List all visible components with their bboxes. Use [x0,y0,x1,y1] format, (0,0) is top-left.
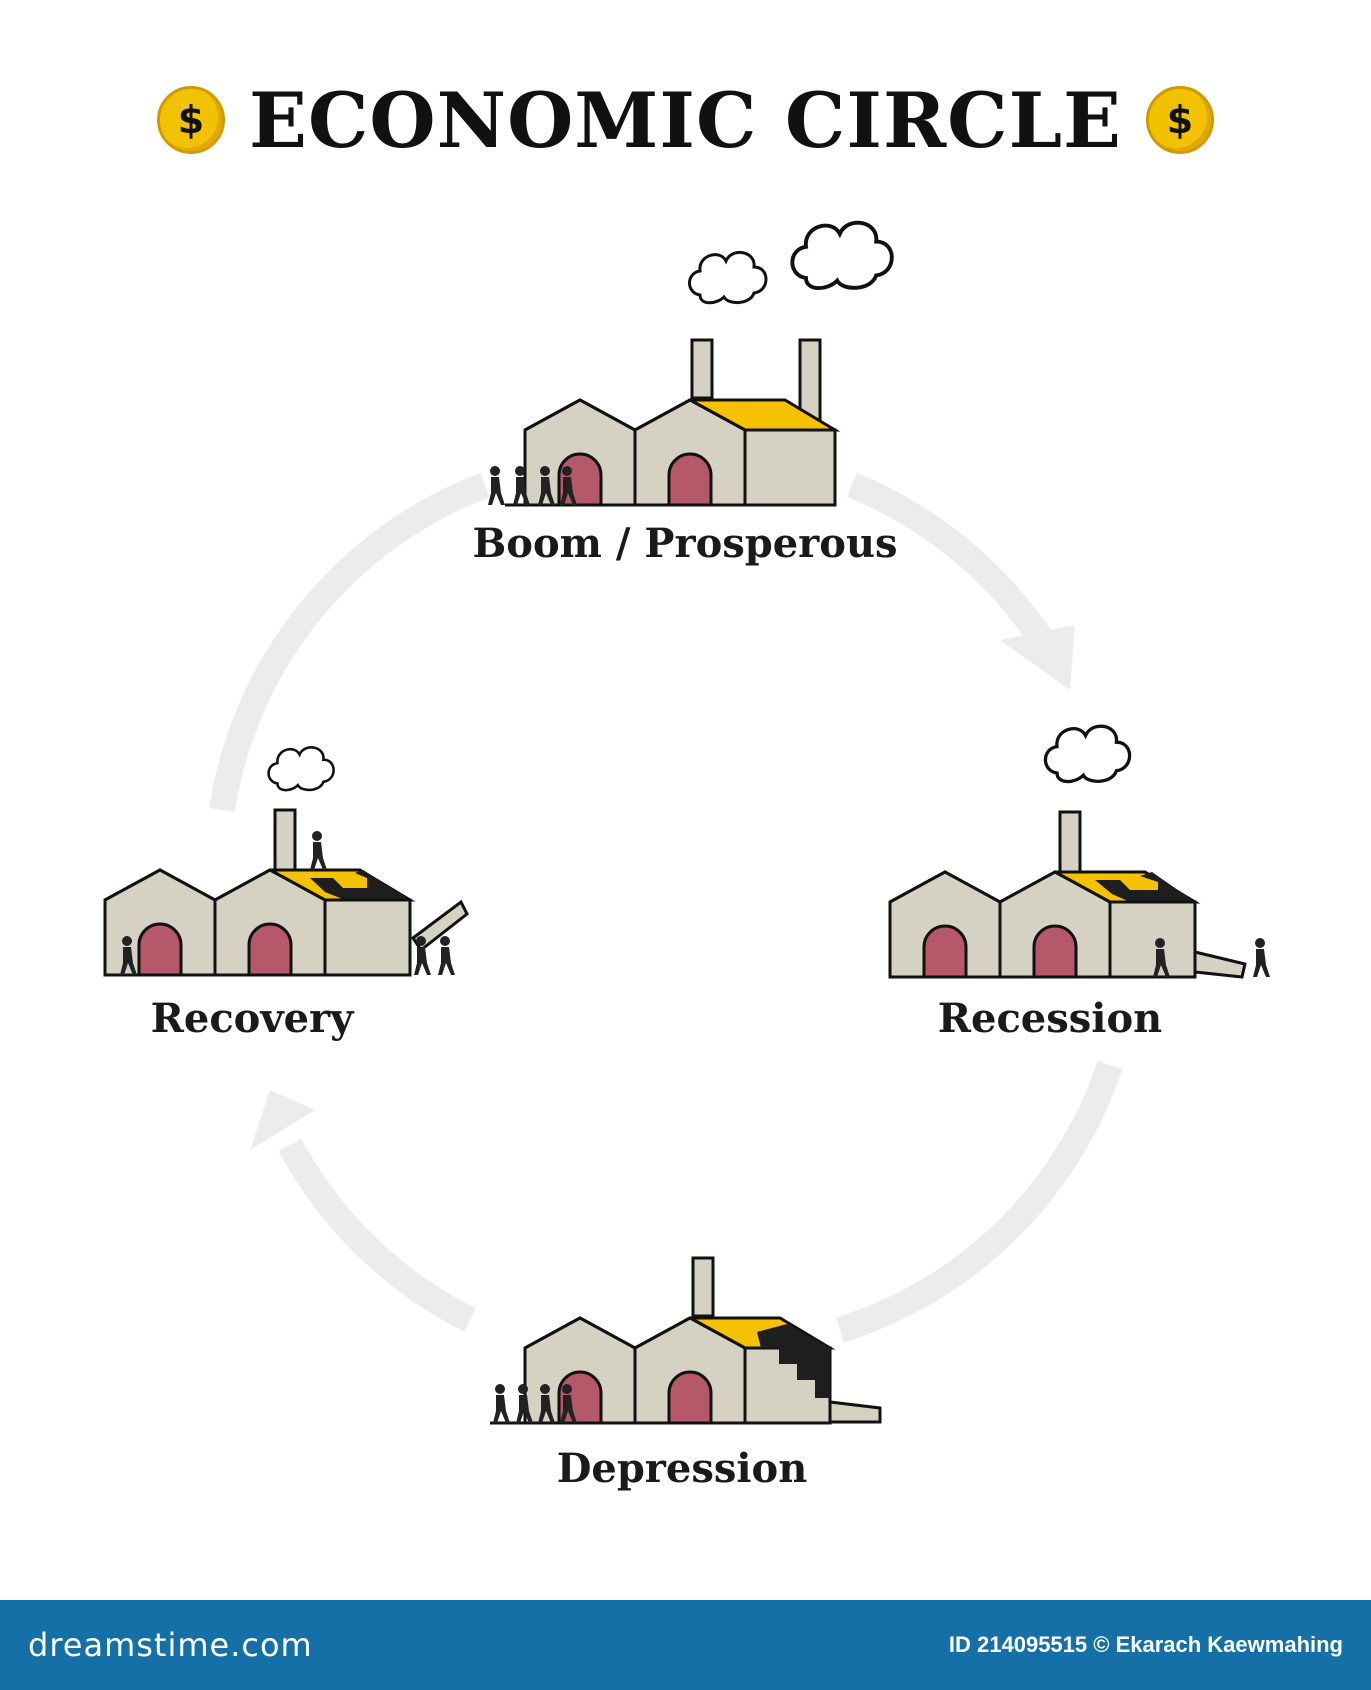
smoke-cloud [688,250,768,305]
dollar-coin-icon: $ [1145,86,1214,154]
door [667,1370,713,1425]
chimney [798,338,822,422]
roof-damage [310,870,410,900]
header: $ ECONOMIC CIRCLE $ [0,70,1371,170]
fallen-plank [1193,950,1247,979]
factory-recession [888,724,1270,979]
stage-label-boom: Boom / Prosperous [472,520,898,567]
footer-credit: ID 214095515 © Ekarach Kaewmahing [948,1632,1343,1657]
roof-damage [757,1324,830,1398]
chimney [1058,810,1082,874]
lifted-plank [410,899,469,953]
footer-brand[interactable]: dreamstime.com [28,1626,313,1664]
door [1032,924,1078,979]
arrowhead-recession [1000,625,1075,690]
door [667,452,713,507]
economic-cycle-diagram [103,220,1270,1425]
door [137,922,183,977]
wall [323,898,412,977]
chimney [691,1256,715,1318]
factory-depression [490,1256,882,1425]
smoke-cloud [790,220,894,291]
chimney [690,338,714,400]
factory-boom [488,220,894,507]
arrow-depression-to-recovery [278,1138,476,1332]
arrow-recession-to-depression [836,1060,1123,1343]
footer-bar: dreamstime.com ID 214095515 © Ekarach Ka… [0,1600,1371,1690]
door [247,922,293,977]
dollar-coin-icon: $ [157,86,226,154]
page-title: ECONOMIC CIRCLE [249,75,1122,165]
chimney [273,808,297,872]
arrow-recovery-to-boom [209,472,490,812]
factory-recovery [103,746,469,977]
wall [743,428,837,507]
arrow-boom-to-recession [847,472,1056,653]
arrowhead-recovery [250,1090,315,1150]
stage-label-depression: Depression [556,1445,808,1492]
smoke-cloud [1043,724,1132,784]
smoke-cloud [267,746,335,792]
wall [1108,900,1197,979]
arrowheads [250,625,1075,1150]
roof-damage [1095,872,1195,902]
cycle-arrows [209,472,1123,1343]
fallen-plank [828,1400,882,1424]
door [922,924,968,979]
stage-label-recovery: Recovery [150,995,354,1042]
stage-label-recession: Recession [937,995,1163,1042]
